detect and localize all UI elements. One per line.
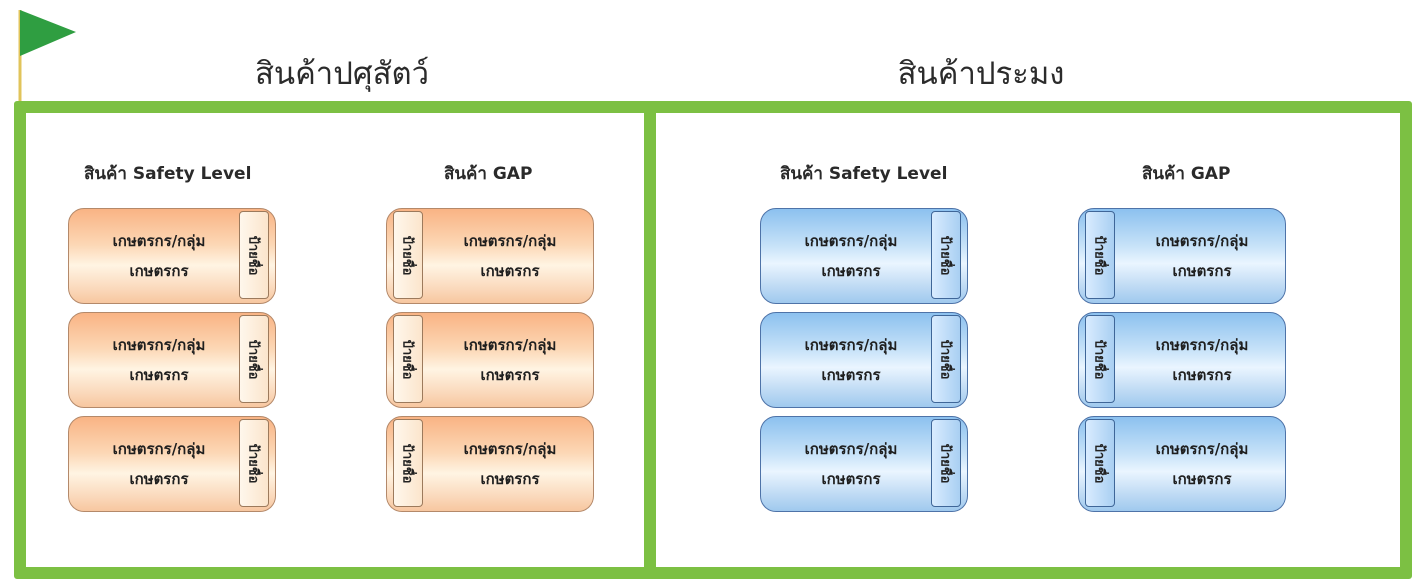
card-line-2: เกษตรกร: [129, 262, 189, 280]
card-line-2: เกษตรกร: [821, 366, 881, 384]
farmer-card: เกษตรกร/กลุ่ม เกษตรกร ป้ายชื่อ: [68, 208, 276, 304]
name-tag-tab: ป้ายชื่อ: [239, 419, 269, 507]
name-tag-label: ป้ายชื่อ: [245, 443, 261, 483]
card-text: เกษตรกร/กลุ่ม เกษตรกร: [771, 417, 931, 511]
name-tag-tab: ป้ายชื่อ: [1085, 419, 1115, 507]
card-line-1: เกษตรกร/กลุ่ม: [804, 336, 898, 354]
name-tag-tab: ป้ายชื่อ: [393, 419, 423, 507]
farmer-card: ป้ายชื่อ เกษตรกร/กลุ่ม เกษตรกร: [386, 208, 594, 304]
card-line-1: เกษตรกร/กลุ่ม: [804, 232, 898, 250]
farmer-card: ป้ายชื่อ เกษตรกร/กลุ่ม เกษตรกร: [386, 416, 594, 512]
name-tag-tab: ป้ายชื่อ: [1085, 211, 1115, 299]
name-tag-label: ป้ายชื่อ: [245, 339, 261, 379]
card-line-1: เกษตรกร/กลุ่ม: [463, 440, 557, 458]
name-tag-tab: ป้ายชื่อ: [931, 419, 961, 507]
card-text: เกษตรกร/กลุ่ม เกษตรกร: [431, 417, 589, 511]
farmer-card: เกษตรกร/กลุ่ม เกษตรกร ป้ายชื่อ: [68, 312, 276, 408]
card-text: เกษตรกร/กลุ่ม เกษตรกร: [79, 417, 239, 511]
card-line-2: เกษตรกร: [480, 366, 540, 384]
name-tag-tab: ป้ายชื่อ: [393, 315, 423, 403]
card-line-1: เกษตรกร/กลุ่ม: [112, 232, 206, 250]
name-tag-tab: ป้ายชื่อ: [931, 211, 961, 299]
card-line-2: เกษตรกร: [480, 470, 540, 488]
center-divider: [644, 101, 656, 579]
card-text: เกษตรกร/กลุ่ม เกษตรกร: [771, 209, 931, 303]
name-tag-tab: ป้ายชื่อ: [1085, 315, 1115, 403]
card-text: เกษตรกร/กลุ่ม เกษตรกร: [1123, 417, 1281, 511]
name-tag-label: ป้ายชื่อ: [399, 443, 415, 483]
card-line-1: เกษตรกร/กลุ่ม: [112, 440, 206, 458]
name-tag-tab: ป้ายชื่อ: [393, 211, 423, 299]
card-line-2: เกษตรกร: [821, 470, 881, 488]
card-line-1: เกษตรกร/กลุ่ม: [1155, 440, 1249, 458]
card-text: เกษตรกร/กลุ่ม เกษตรกร: [79, 209, 239, 303]
name-tag-tab: ป้ายชื่อ: [239, 315, 269, 403]
card-line-2: เกษตรกร: [1172, 470, 1232, 488]
farmer-card: ป้ายชื่อ เกษตรกร/กลุ่ม เกษตรกร: [386, 312, 594, 408]
name-tag-label: ป้ายชื่อ: [399, 339, 415, 379]
farmer-card: เกษตรกร/กลุ่ม เกษตรกร ป้ายชื่อ: [760, 416, 968, 512]
card-line-2: เกษตรกร: [480, 262, 540, 280]
card-line-2: เกษตรกร: [1172, 262, 1232, 280]
card-text: เกษตรกร/กลุ่ม เกษตรกร: [1123, 313, 1281, 407]
farmer-card: เกษตรกร/กลุ่ม เกษตรกร ป้ายชื่อ: [760, 312, 968, 408]
fishery-safety-title: สินค้า Safety Level: [780, 164, 948, 184]
card-line-2: เกษตรกร: [129, 470, 189, 488]
card-line-2: เกษตรกร: [821, 262, 881, 280]
card-line-1: เกษตรกร/กลุ่ม: [1155, 232, 1249, 250]
farmer-card: ป้ายชื่อ เกษตรกร/กลุ่ม เกษตรกร: [1078, 312, 1286, 408]
section-title-livestock: สินค้าปศุสัตว์: [254, 56, 430, 92]
card-line-1: เกษตรกร/กลุ่ม: [804, 440, 898, 458]
section-title-fishery: สินค้าประมง: [897, 56, 1065, 92]
name-tag-label: ป้ายชื่อ: [1091, 339, 1107, 379]
name-tag-label: ป้ายชื่อ: [937, 235, 953, 275]
card-text: เกษตรกร/กลุ่ม เกษตรกร: [79, 313, 239, 407]
card-line-2: เกษตรกร: [1172, 366, 1232, 384]
name-tag-label: ป้ายชื่อ: [937, 339, 953, 379]
flag-icon: [18, 10, 76, 106]
name-tag-tab: ป้ายชื่อ: [239, 211, 269, 299]
name-tag-label: ป้ายชื่อ: [937, 443, 953, 483]
card-line-2: เกษตรกร: [129, 366, 189, 384]
livestock-safety-title: สินค้า Safety Level: [84, 164, 252, 184]
card-line-1: เกษตรกร/กลุ่ม: [112, 336, 206, 354]
name-tag-label: ป้ายชื่อ: [399, 235, 415, 275]
card-text: เกษตรกร/กลุ่ม เกษตรกร: [431, 209, 589, 303]
farmer-card: เกษตรกร/กลุ่ม เกษตรกร ป้ายชื่อ: [68, 416, 276, 512]
card-line-1: เกษตรกร/กลุ่ม: [463, 232, 557, 250]
livestock-gap-title: สินค้า GAP: [444, 164, 533, 184]
farmer-card: เกษตรกร/กลุ่ม เกษตรกร ป้ายชื่อ: [760, 208, 968, 304]
farmer-card: ป้ายชื่อ เกษตรกร/กลุ่ม เกษตรกร: [1078, 416, 1286, 512]
name-tag-label: ป้ายชื่อ: [1091, 235, 1107, 275]
card-text: เกษตรกร/กลุ่ม เกษตรกร: [431, 313, 589, 407]
card-text: เกษตรกร/กลุ่ม เกษตรกร: [771, 313, 931, 407]
farmer-card: ป้ายชื่อ เกษตรกร/กลุ่ม เกษตรกร: [1078, 208, 1286, 304]
name-tag-label: ป้ายชื่อ: [1091, 443, 1107, 483]
name-tag-label: ป้ายชื่อ: [245, 235, 261, 275]
name-tag-tab: ป้ายชื่อ: [931, 315, 961, 403]
card-line-1: เกษตรกร/กลุ่ม: [463, 336, 557, 354]
card-line-1: เกษตรกร/กลุ่ม: [1155, 336, 1249, 354]
card-text: เกษตรกร/กลุ่ม เกษตรกร: [1123, 209, 1281, 303]
fishery-gap-title: สินค้า GAP: [1142, 164, 1231, 184]
